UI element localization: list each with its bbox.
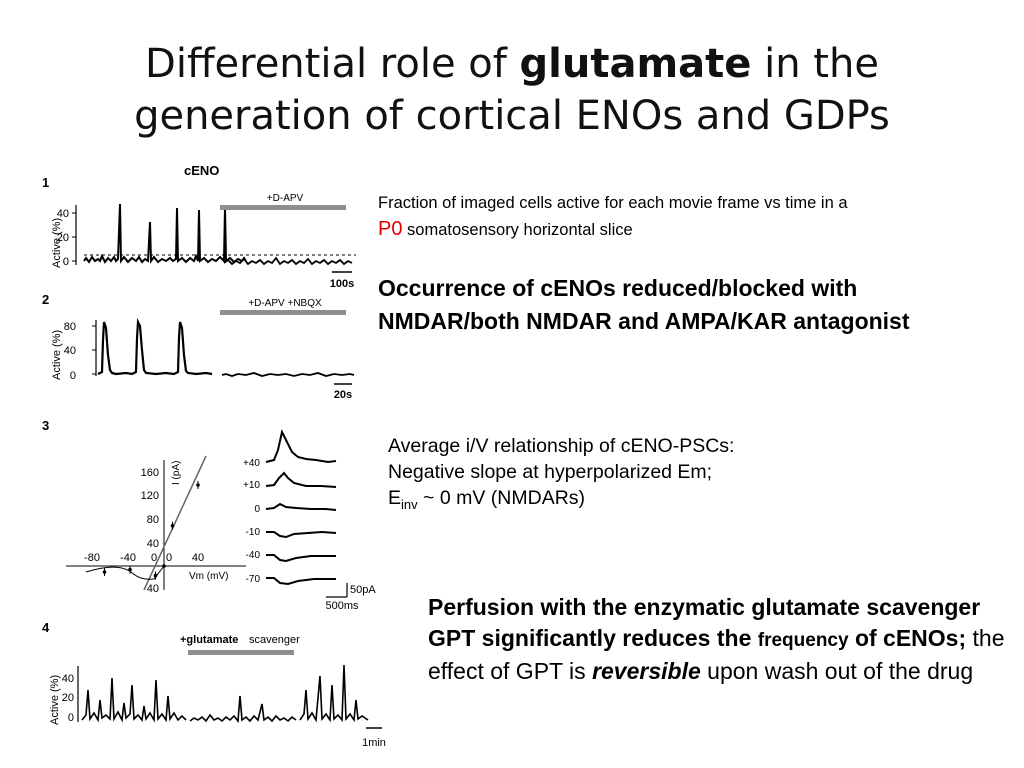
- p4-trace-gpt: [189, 695, 297, 724]
- trace-label-neg70: -70: [246, 574, 261, 585]
- iv-data-point: [153, 573, 158, 578]
- p4-drug-a: +glutamate: [180, 634, 238, 646]
- trace-0: [265, 502, 337, 511]
- scale-label-ms: 500ms: [325, 600, 359, 612]
- trace-label-plus40: +40: [243, 458, 260, 469]
- p1-ytick-0: 0: [63, 256, 69, 268]
- caption-line1: Fraction of imaged cells active for each…: [378, 194, 848, 212]
- figure-panel: cENO 1 Active (%) 40 20 0 +D-APV 100s 2 …: [36, 160, 386, 760]
- trace-label-neg10: -10: [246, 527, 261, 538]
- p1-trace-control: [83, 203, 247, 264]
- iv-xtick-40: 40: [192, 552, 204, 564]
- p4-trace-control: [81, 677, 187, 723]
- iv-xtick-0a: 0: [151, 552, 157, 564]
- title-post: in the: [751, 41, 879, 87]
- p4-trace-wash: [299, 664, 369, 723]
- iv-rest: ~ 0 mV (NMDARs): [417, 487, 586, 509]
- p4-drug-bar: [188, 650, 294, 655]
- statement-gpt: Perfusion with the enzymatic glutamate s…: [428, 592, 1008, 687]
- p1-ylabel: Active (%): [51, 218, 63, 268]
- p2-trace-control: [97, 317, 213, 376]
- statement-nmdar: Occurrence of cENOs reduced/blocked with…: [378, 275, 910, 334]
- panel-number-4: 4: [42, 620, 50, 635]
- trace-label-0: 0: [254, 504, 260, 515]
- p2-ytick-0: 0: [70, 370, 76, 382]
- iv-xtick-neg80: -80: [84, 552, 100, 564]
- gpt-bold2: of cENOs;: [848, 625, 967, 651]
- p4-ylabel: Active (%): [49, 675, 61, 725]
- p2-drug-label: +D-APV +NBQX: [248, 298, 322, 309]
- caption-line2: somatosensory horizontal slice: [402, 221, 633, 239]
- iv-e: E: [388, 487, 402, 509]
- p2-trace-drug: [221, 372, 355, 377]
- p4-ytick-0: 0: [68, 712, 74, 724]
- trace-plus10: [265, 471, 337, 488]
- iv-data-point: [102, 570, 107, 574]
- trace-neg10: [266, 530, 337, 539]
- p1-ytick-40: 40: [57, 208, 69, 220]
- p1-ytick-20: 20: [57, 232, 69, 244]
- p1-trace-drug: [223, 256, 353, 266]
- p2-drug-bar: [220, 310, 346, 315]
- p4-ytick-40: 40: [62, 673, 74, 685]
- iv-xlabel: Vm (mV): [189, 571, 228, 582]
- trace-neg40: [266, 554, 336, 563]
- iv-data-point: [128, 567, 132, 572]
- iv-curve: [85, 565, 165, 580]
- trace-plus40: [265, 429, 337, 464]
- iv-data-point: [170, 524, 175, 528]
- p2-ytick-80: 80: [64, 321, 76, 333]
- p2-ytick-40: 40: [64, 345, 76, 357]
- panel-number-2: 2: [42, 292, 49, 307]
- caption-iv: Average i/V relationship of cENO-PSCs: N…: [388, 433, 948, 518]
- p4-scale-label: 1min: [362, 737, 386, 749]
- p1-drug-bar: [220, 205, 346, 210]
- title-pre: Differential role of: [145, 41, 520, 87]
- iv-ytick-160: 160: [141, 467, 159, 479]
- p2-scale-label: 20s: [334, 389, 352, 401]
- trace-neg70: [266, 577, 336, 586]
- caption-p0: P0: [378, 218, 403, 240]
- gpt-plain1: the effect of GPT is: [428, 625, 1005, 684]
- iv-ylabel: I (pA): [171, 461, 182, 485]
- panel-number-3: 3: [42, 418, 49, 433]
- iv-plot: I (pA) Vm (mV) 160 120 80 40 40 -80 -40 …: [66, 455, 246, 595]
- p4-drug-b: scavenger: [249, 634, 300, 646]
- iv-data-point: [162, 564, 166, 568]
- iv-ytick-neg40: 40: [147, 583, 159, 595]
- iv-line1: Average i/V relationship of cENO-PSCs:: [388, 435, 735, 457]
- p1-drug-label: +D-APV: [267, 193, 304, 204]
- iv-xtick-neg40: -40: [120, 552, 136, 564]
- caption-imaging: Fraction of imaged cells active for each…: [378, 190, 978, 243]
- p2-ylabel: Active (%): [51, 330, 63, 380]
- iv-ytick-80: 80: [147, 514, 159, 526]
- title-line2: generation of cortical ENOs and GDPs: [134, 93, 890, 139]
- iv-fit-line: [143, 455, 207, 591]
- title-bold: glutamate: [519, 41, 752, 87]
- p1-scale-label: 100s: [330, 278, 354, 290]
- gpt-reversible: reversible: [592, 658, 701, 684]
- iv-line2: Negative slope at hyperpolarized Em;: [388, 461, 713, 483]
- iv-sub: inv: [401, 496, 418, 512]
- iv-ytick-120: 120: [141, 490, 159, 502]
- gpt-small: frequency: [757, 630, 849, 651]
- panel-number-1: 1: [42, 175, 49, 190]
- p4-ytick-20: 20: [62, 692, 74, 704]
- trace-label-plus10: +10: [243, 480, 260, 491]
- iv-ytick-40: 40: [147, 538, 159, 550]
- slide-title: Differential role of glutamate in the ge…: [0, 38, 1024, 142]
- trace-label-neg40: -40: [246, 550, 261, 561]
- gpt-bold1: Perfusion with the enzymatic glutamate s…: [428, 594, 981, 651]
- iv-data-point: [196, 483, 200, 487]
- scale-label-pa: 50pA: [350, 584, 376, 596]
- ceno-header: cENO: [184, 163, 219, 178]
- gpt-plain2: upon wash out of the drug: [700, 658, 974, 684]
- iv-xtick-0b: 0: [166, 552, 172, 564]
